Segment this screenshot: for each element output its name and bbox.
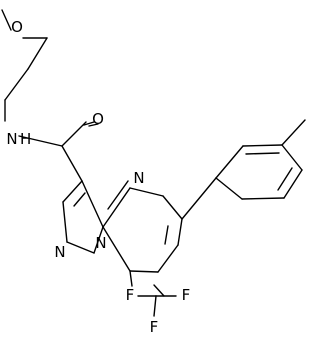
atom-label-fluorine-3: F xyxy=(126,286,135,304)
atom-label-oxygen-ether: O xyxy=(11,18,23,36)
atom-label-hydrogen-amide: H xyxy=(20,130,31,148)
bond-lines xyxy=(1,9,306,317)
atom-label-nitrogen-ring-1: N xyxy=(133,169,144,187)
atom-labels: O N H O N N N F F F xyxy=(6,18,190,336)
atom-label-fluorine-2: F xyxy=(150,318,159,336)
atom-label-fluorine-1: F xyxy=(182,286,191,304)
atom-label-oxygen-carbonyl: O xyxy=(92,110,104,128)
atom-label-nitrogen-ring-2: N xyxy=(54,243,65,261)
atom-label-nitrogen-amide: N xyxy=(6,130,17,148)
atom-label-nitrogen-ring-3: N xyxy=(95,234,106,252)
